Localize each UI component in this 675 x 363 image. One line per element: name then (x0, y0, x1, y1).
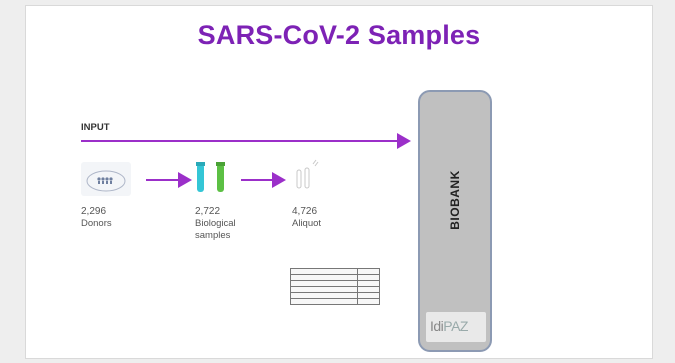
samples-caption-line1: Biological (195, 218, 236, 229)
input-label: INPUT (81, 122, 110, 133)
samples-count: 2,722 (195, 206, 221, 217)
samples-caption-line2: samples (195, 230, 231, 241)
biobank-box: BIOBANK IdiPAZ (418, 90, 492, 352)
slide: SARS-CoV-2 Samples INPUT (25, 5, 653, 359)
slide-title: SARS-CoV-2 Samples (197, 20, 481, 50)
sample-tubes-icon (196, 162, 225, 192)
sample-summary-table (290, 268, 380, 305)
aliquot-tubes-icon (296, 159, 319, 189)
biobank-label: BIOBANK (448, 170, 462, 231)
donor-group-icon (81, 162, 131, 196)
aliquot-caption: Aliquot (292, 218, 322, 229)
donors-count: 2,296 (81, 206, 107, 217)
aliquot-count: 4,726 (292, 206, 318, 217)
flow-arrows (81, 133, 411, 196)
donors-caption: Donors (81, 218, 112, 229)
idipaz-logo: IdiPAZ (426, 312, 486, 342)
